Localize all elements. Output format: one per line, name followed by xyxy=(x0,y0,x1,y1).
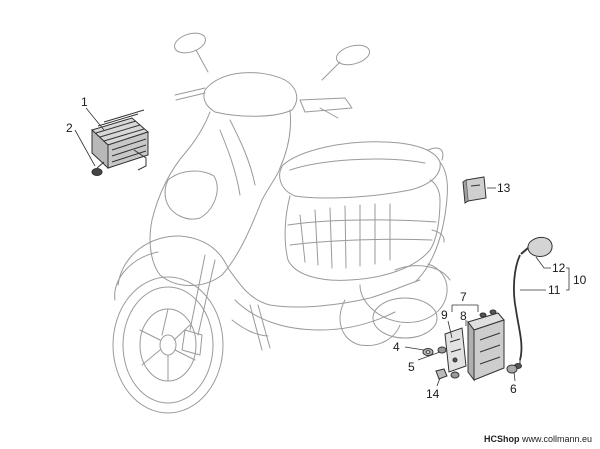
callout-7: 7 xyxy=(460,290,467,304)
screw-part xyxy=(91,161,105,176)
front-wheel xyxy=(112,276,224,414)
callout-14: 14 xyxy=(426,387,440,401)
callout-11: 11 xyxy=(548,283,561,297)
front-shield xyxy=(149,151,281,286)
callout-8: 8 xyxy=(460,309,467,323)
front-fork xyxy=(181,254,216,356)
callout-5: 5 xyxy=(408,360,415,374)
callout-2: 2 xyxy=(66,121,73,135)
small-nut-part xyxy=(435,368,448,380)
callout-10: 10 xyxy=(573,273,587,287)
handlebar-left xyxy=(174,87,206,101)
side-panel xyxy=(284,179,441,281)
callout-labels: 1 2 13 12 10 11 7 9 8 4 5 14 6 xyxy=(66,95,587,401)
mounting-bracket-part xyxy=(444,327,467,373)
headset xyxy=(203,72,298,117)
watermark-url: www.collmann.eu xyxy=(521,434,592,444)
terminal-part xyxy=(506,364,518,374)
callout-6: 6 xyxy=(510,382,517,396)
callout-1: 1 xyxy=(81,95,88,109)
washer-part xyxy=(437,346,460,379)
leader-lines xyxy=(74,107,570,387)
left-mirror xyxy=(174,32,209,73)
callout-12: 12 xyxy=(552,261,566,275)
rear-body xyxy=(414,161,448,283)
watermark-footer: HCShop www.collmann.eu xyxy=(484,434,592,444)
spark-plug-cap-part xyxy=(520,237,553,257)
callout-13: 13 xyxy=(497,181,511,195)
ignition-coil-part xyxy=(467,309,505,382)
right-mirror xyxy=(321,44,371,81)
callout-4: 4 xyxy=(393,340,400,354)
parts xyxy=(91,109,553,382)
scooter-outline xyxy=(112,32,451,414)
callout-9: 9 xyxy=(441,308,448,322)
watermark-brand: HCShop xyxy=(483,434,520,444)
voltage-regulator-part xyxy=(91,109,149,171)
floorboard xyxy=(227,267,421,308)
high-tension-lead-part xyxy=(513,254,523,361)
nut-part xyxy=(422,348,434,356)
handlebar-right xyxy=(299,97,353,119)
relay-part xyxy=(462,176,487,204)
seat xyxy=(279,141,441,199)
engine-and-rear-wheel xyxy=(339,263,451,347)
front-fender xyxy=(117,235,229,286)
